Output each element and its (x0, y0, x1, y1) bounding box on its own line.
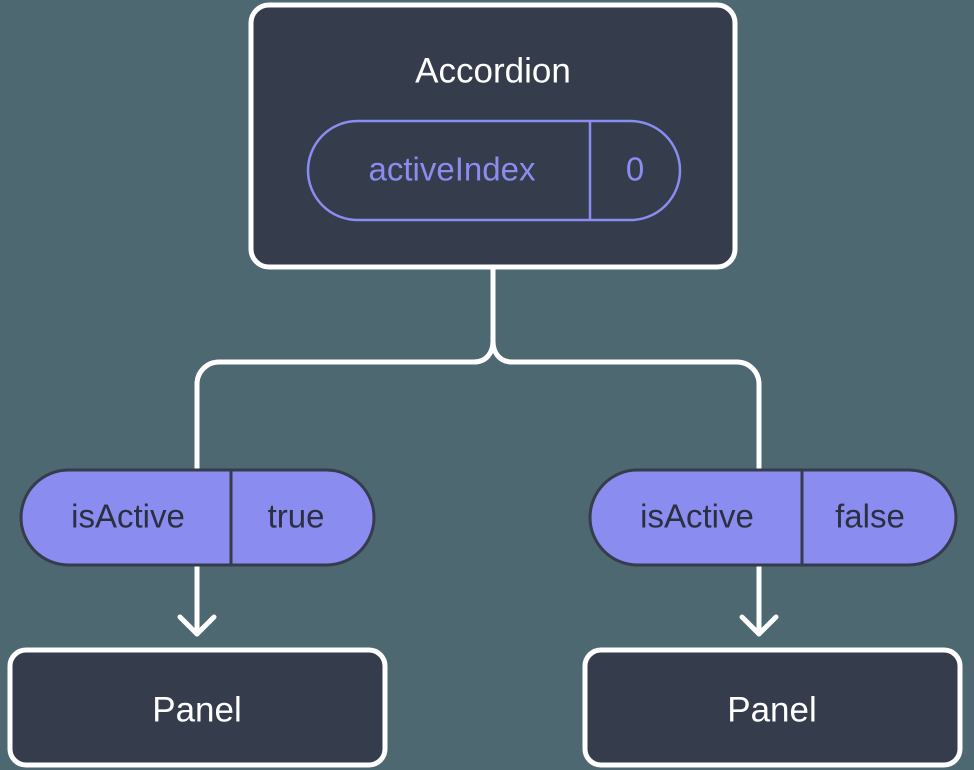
panel-right-box (582, 647, 963, 768)
panel-left-title: Panel (152, 690, 242, 729)
state-pill-activeindex-key: activeIndex (369, 151, 536, 188)
panel-left-box (7, 647, 388, 768)
connector-branch-bus (490, 338, 762, 471)
state-pill-activeindex[interactable]: activeIndex 0 (306, 119, 682, 222)
arrow-group (177, 563, 779, 637)
arrow-right-head-icon (739, 614, 779, 637)
prop-pill-isactive-true-body (19, 468, 376, 567)
panel-right-title: Panel (727, 690, 817, 729)
prop-pill-isactive-false-key: isActive (640, 498, 754, 535)
prop-pill-isactive-false[interactable]: isActive false (588, 468, 958, 567)
state-pill-activeindex-body (306, 119, 682, 222)
connector-group (194, 263, 762, 471)
accordion-node-title: Accordion (415, 51, 571, 90)
panel-right[interactable]: Panel (582, 647, 963, 768)
accordion-node[interactable]: Accordion activeIndex 0 (248, 2, 738, 270)
prop-pill-isactive-false-value: false (835, 498, 905, 535)
prop-pill-isactive-true-key: isActive (71, 498, 185, 535)
arrow-left-head-icon (177, 614, 217, 637)
prop-pill-isactive-false-body (588, 468, 958, 567)
state-pill-activeindex-value: 0 (626, 151, 644, 188)
panel-left[interactable]: Panel (7, 647, 388, 768)
prop-pill-isactive-true[interactable]: isActive true (19, 468, 376, 567)
connector-branch-bus-left (194, 338, 496, 471)
prop-pill-isactive-true-value: true (268, 498, 325, 535)
accordion-node-box (248, 2, 738, 270)
